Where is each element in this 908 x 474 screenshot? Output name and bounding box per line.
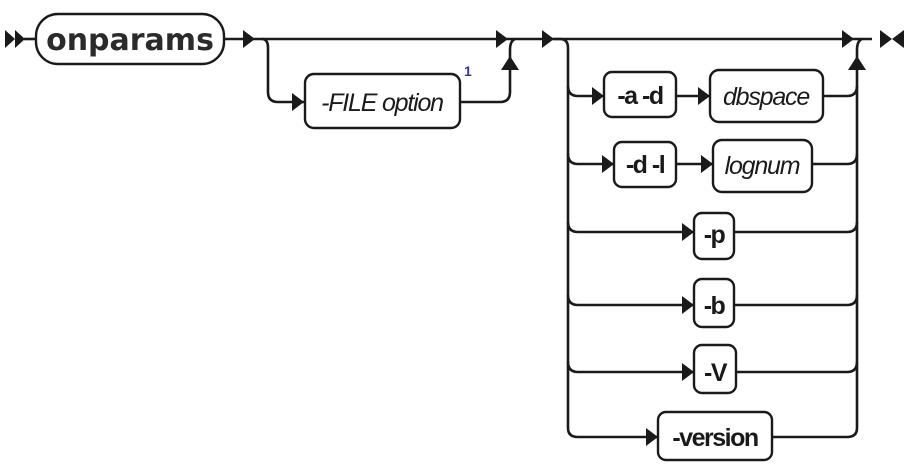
command-box: onparams bbox=[34, 12, 226, 66]
arrow-up-icon bbox=[501, 56, 519, 70]
file-option-label: -FILE option bbox=[321, 89, 443, 117]
arrow-right-icon bbox=[592, 87, 604, 105]
branch-V: -V bbox=[566, 343, 859, 395]
optional-choice-group: -a -d dbspace -d -l lognum -p bbox=[554, 30, 872, 462]
branch-d-l: -d -l lognum bbox=[566, 138, 859, 194]
arrow-right-icon bbox=[292, 93, 304, 111]
option-keyword: -a -d bbox=[617, 82, 663, 110]
option-variable: dbspace bbox=[723, 83, 809, 111]
arrow-right-icon bbox=[842, 30, 854, 48]
branch-version: -version bbox=[578, 410, 847, 462]
arrow-right-icon bbox=[542, 30, 554, 48]
arrow-right-icon bbox=[682, 296, 694, 314]
option-keyword: -p bbox=[704, 221, 726, 249]
option-keyword: -b bbox=[704, 292, 726, 320]
branch-b: -b bbox=[566, 277, 859, 329]
branch-p: -p bbox=[566, 211, 859, 261]
optional-file-group: -FILE option 1 bbox=[261, 30, 519, 130]
arrow-right-icon bbox=[646, 428, 658, 446]
arrow-right-icon bbox=[682, 363, 694, 381]
arrow-right-icon bbox=[243, 30, 255, 48]
option-keyword: -V bbox=[704, 359, 728, 387]
option-variable: lognum bbox=[725, 152, 800, 180]
option-keyword: -version bbox=[672, 424, 757, 452]
option-keyword: -d -l bbox=[626, 151, 665, 179]
arrow-up-icon bbox=[848, 56, 866, 70]
branch-a-d: -a -d dbspace bbox=[566, 68, 859, 124]
footnote-marker: 1 bbox=[464, 63, 472, 79]
arrow-right-icon bbox=[496, 30, 508, 48]
arrow-right-icon bbox=[701, 155, 713, 173]
arrow-right-icon bbox=[682, 223, 694, 241]
command-name: onparams bbox=[46, 23, 214, 58]
arrow-right-icon bbox=[698, 87, 710, 105]
arrow-right-icon bbox=[602, 155, 614, 173]
end-marker-icon bbox=[880, 30, 904, 48]
start-marker-icon bbox=[5, 30, 25, 48]
